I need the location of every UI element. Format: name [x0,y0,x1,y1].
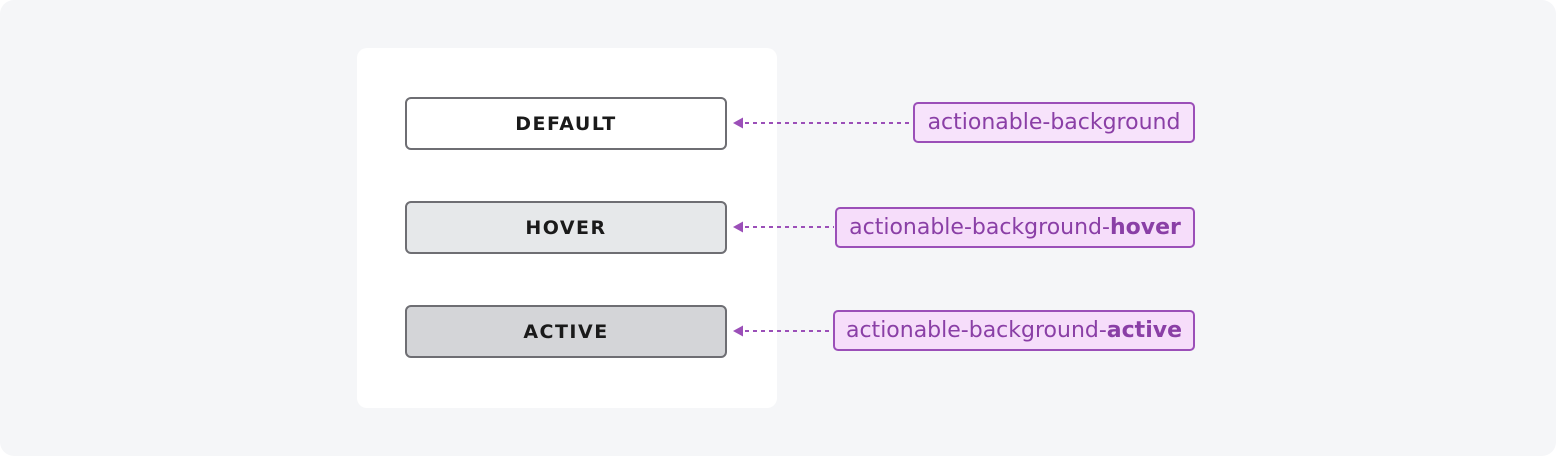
token-prefix: actionable-background [927,110,1181,135]
active-state-button[interactable]: ACTIVE [405,305,727,358]
arrowhead-icon [733,221,743,233]
arrowhead-icon [733,325,743,337]
token-label-active: actionable-background-active [833,310,1195,351]
token-suffix: active [1106,318,1183,343]
hover-state-button[interactable]: HOVER [405,201,727,254]
connector-active [733,325,832,337]
token-prefix: actionable-background- [849,215,1110,240]
default-state-button[interactable]: DEFAULT [405,97,727,150]
token-label-hover: actionable-background-hover [835,207,1195,248]
connector-hover [733,221,834,233]
connector-default [733,117,912,129]
arrowhead-icon [733,117,743,129]
token-suffix: hover [1109,215,1181,240]
token-prefix: actionable-background- [845,318,1107,343]
token-label-default: actionable-background [913,102,1195,143]
